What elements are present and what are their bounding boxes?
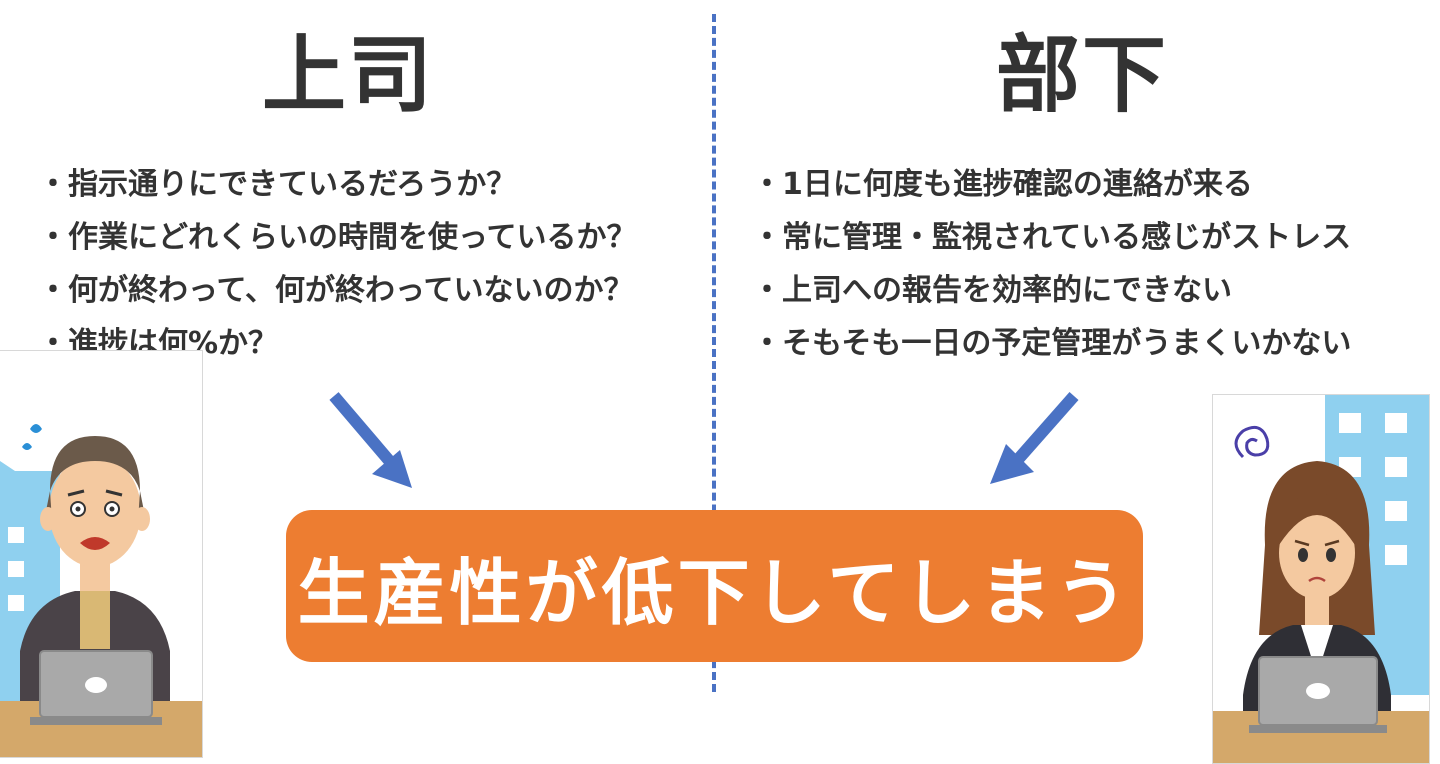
boss-concern-item: ・何が終わって、何が終わっていないのか？ [38,264,637,317]
subordinate-concern-item: ・上司への報告を効率的にできない [752,264,1351,317]
confused-woman-laptop-icon [1213,395,1429,763]
subordinate-concern-item: ・常に管理・監視されている感じがストレス [752,211,1351,264]
arrow-down-right-icon [320,388,420,498]
boss-heading: 上司 [262,20,434,130]
result-text: 生産性が低下してしまう [298,534,1132,639]
result-banner: 生産性が低下してしまう [286,510,1143,662]
subordinate-heading: 部下 [996,20,1168,130]
subordinate-concern-item: ・そもそも一日の予定管理がうまくいかない [752,317,1351,370]
boss-concerns-list: ・指示通りにできているだろうか？ ・作業にどれくらいの時間を使っているか？ ・何… [38,158,637,370]
subordinate-concerns-list: ・1日に何度も進捗確認の連絡が来る ・常に管理・監視されている感じがストレス ・… [752,158,1351,370]
subordinate-illustration [1212,394,1430,764]
boss-illustration [0,350,203,758]
subordinate-concern-item: ・1日に何度も進捗確認の連絡が来る [752,158,1351,211]
worried-boss-laptop-icon [0,351,202,757]
boss-concern-item: ・作業にどれくらいの時間を使っているか？ [38,211,637,264]
boss-concern-item: ・指示通りにできているだろうか？ [38,158,637,211]
arrow-down-left-icon [980,388,1090,498]
